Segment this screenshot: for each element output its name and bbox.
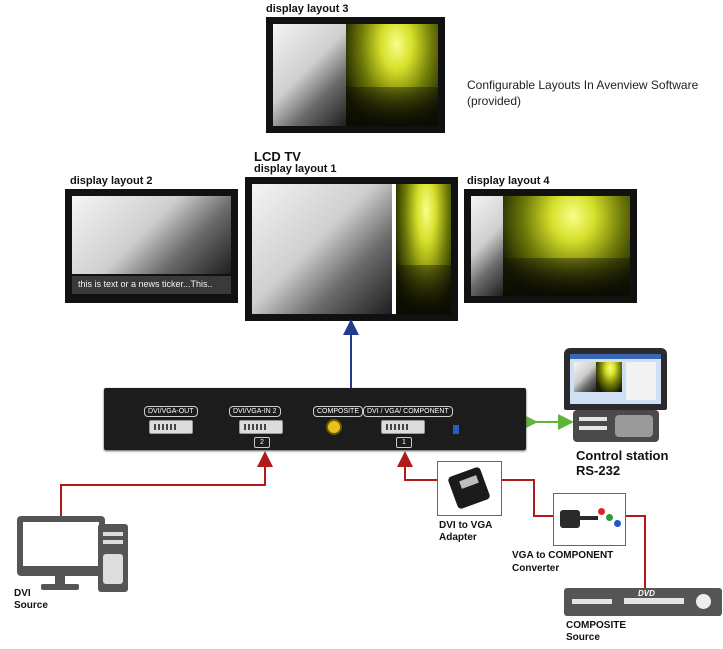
dvi-connector-in-1: [381, 420, 425, 434]
layout-2-label: display layout 2: [70, 175, 153, 187]
layout-1-label: display layout 1: [254, 163, 337, 175]
dvi-source-label: DVI: [14, 588, 31, 599]
converter-label: VGA to COMPONENT: [512, 550, 614, 561]
control-station-label: Control station: [576, 448, 669, 463]
control-station-monitor: [564, 348, 667, 410]
layout-3-screen: [266, 17, 445, 133]
converter-sublabel: Converter: [512, 563, 560, 574]
adapter-label: DVI to VGA: [439, 520, 493, 531]
adapter-cable: [397, 451, 437, 481]
dvi-source-cable: [60, 451, 273, 516]
port-label-dvi-vga-component: DVI / VGA/ COMPONENT: [363, 406, 453, 417]
port-label-dvi-vga-out: DVI/VGA-OUT: [144, 406, 198, 417]
concert-image-right: [346, 24, 438, 126]
face-image-small: [471, 196, 503, 296]
rs232-port: [453, 425, 459, 434]
control-station-base: [573, 410, 659, 442]
port-label-dvi-vga-in-2: DVI/VGA-IN 2: [229, 406, 281, 417]
dvd-power-button: [696, 594, 711, 609]
converter-cable: [502, 479, 553, 517]
dvi-source-sublabel: Source: [14, 600, 48, 611]
monitor-screen: [570, 354, 661, 404]
adapter-sublabel: Adapter: [439, 532, 477, 543]
lcd-tv-title: LCD TV: [254, 149, 301, 164]
dvi-source-tower: [98, 524, 128, 592]
face-image-left: [273, 24, 346, 126]
dvi-source-monitor: [17, 516, 105, 576]
dvi-source-stand: [55, 576, 65, 584]
layout-4-label: display layout 4: [467, 175, 550, 187]
vga-to-component-converter: [553, 493, 626, 546]
concert-image-side: [396, 184, 451, 314]
dvi-to-vga-adapter: [437, 461, 502, 516]
composite-cable: [626, 515, 646, 588]
port-number-1: 1: [396, 437, 412, 448]
white-divider: [392, 184, 396, 314]
rs232-label: RS-232: [576, 463, 621, 478]
switcher-device: DVI/VGA-OUT DVI/VGA-IN 2 2 COMPOSITE DVI…: [104, 388, 526, 450]
dvd-logo: DVD: [638, 589, 655, 598]
dvd-player: DVD: [564, 588, 722, 616]
concert-image-wide: [503, 196, 630, 296]
composite-source-label: COMPOSITE: [566, 620, 627, 631]
dvi-connector-in-2: [239, 420, 283, 434]
port-label-composite: COMPOSITE: [313, 406, 364, 417]
layout-4-screen: [464, 189, 637, 303]
face-image-main: [252, 184, 392, 314]
composite-jack: [326, 419, 342, 435]
port-number-2: 2: [254, 437, 270, 448]
layout-2-screen: this is text or a news ticker...This..: [65, 189, 238, 303]
dvi-source-stand-base: [41, 584, 79, 590]
configurable-layouts-note: Configurable Layouts In Avenview Softwar…: [467, 78, 699, 108]
face-image: [72, 196, 231, 274]
lcd-tv-screen: [245, 177, 458, 321]
composite-source-sublabel: Source: [566, 632, 600, 643]
news-ticker: this is text or a news ticker...This..: [72, 276, 231, 294]
layout-3-label: display layout 3: [266, 3, 349, 15]
dvi-connector-out: [149, 420, 193, 434]
